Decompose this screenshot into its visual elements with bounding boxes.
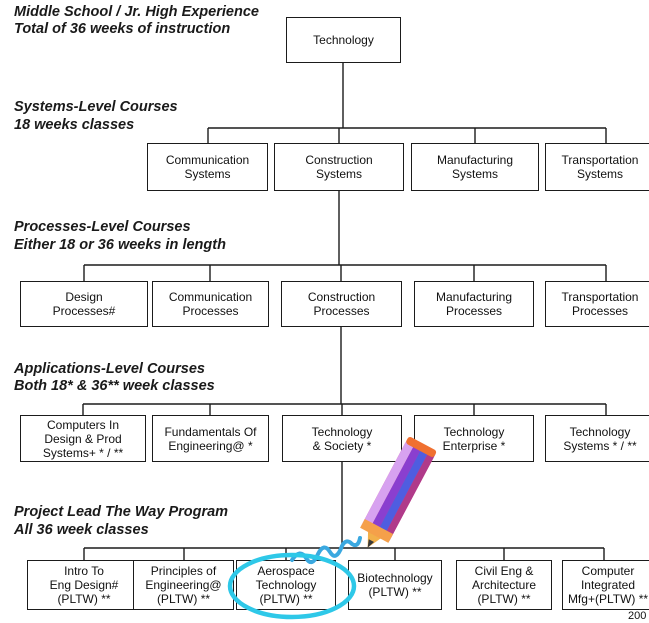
construction-processes-box: Construction Processes — [281, 281, 402, 327]
heading-systems-weeks: 18 weeks classes — [14, 117, 135, 133]
design-processes-box: Design Processes# — [20, 281, 148, 327]
heading-pltw-weeks: All 36 week classes — [14, 522, 149, 538]
aerospace-technology-box: Aerospace Technology (PLTW) ** — [236, 560, 336, 610]
biotechnology-box: Biotechnology (PLTW) ** — [348, 560, 442, 610]
manufacturing-systems-box: Manufacturing Systems — [411, 143, 539, 191]
heading-applications-level: Applications-Level Courses — [14, 361, 205, 377]
communication-systems-box: Communication Systems — [147, 143, 268, 191]
transportation-processes-box: Transportation Processes — [545, 281, 649, 327]
technology-society-box: Technology & Society * — [282, 415, 402, 462]
transportation-systems-box: Transportation Systems — [545, 143, 649, 191]
corner-number: 200 — [628, 610, 647, 622]
heading-pltw-program: Project Lead The Way Program — [14, 504, 229, 520]
fundamentals-engineering-box: Fundamentals Of Engineering@ * — [152, 415, 269, 462]
pencil-scribble — [290, 536, 362, 565]
heading-total-weeks: Total of 36 weeks of instruction — [14, 21, 231, 37]
heading-middle-school: Middle School / Jr. High Experience — [14, 4, 259, 20]
heading-processes-level: Processes-Level Courses — [14, 219, 191, 235]
construction-systems-box: Construction Systems — [274, 143, 404, 191]
heading-systems-level: Systems-Level Courses — [14, 99, 178, 115]
technology-root-box: Technology — [286, 17, 401, 63]
technology-systems-box: Technology Systems * / ** — [545, 415, 649, 462]
civil-eng-architecture-box: Civil Eng & Architecture (PLTW) ** — [456, 560, 552, 610]
communication-processes-box: Communication Processes — [152, 281, 269, 327]
heading-processes-weeks: Either 18 or 36 weeks in length — [14, 237, 226, 253]
pencil-icon — [360, 437, 437, 548]
principles-engineering-box: Principles of Engineering@ (PLTW) ** — [133, 560, 234, 610]
manufacturing-processes-box: Manufacturing Processes — [414, 281, 534, 327]
computers-in-design-box: Computers In Design & Prod Systems+ * / … — [20, 415, 146, 462]
heading-applications-weeks: Both 18* & 36** week classes — [14, 378, 215, 394]
highlight-circle — [227, 552, 357, 620]
intro-eng-design-box: Intro To Eng Design# (PLTW) ** — [27, 560, 141, 610]
computer-integrated-mfg-box: Computer Integrated Mfg+(PLTW) ** — [562, 560, 649, 610]
